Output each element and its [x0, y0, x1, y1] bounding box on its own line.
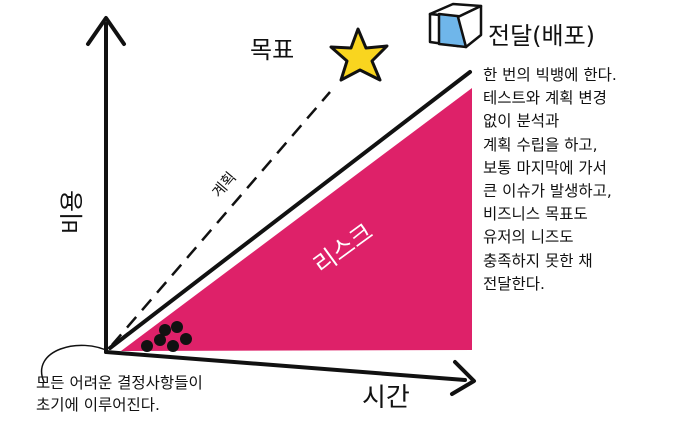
plan-dashed-line: [111, 91, 331, 346]
description-line: 테스트와 계획 변경: [483, 89, 607, 108]
delivery-description: 한 번의 빅뱅에 한다. 테스트와 계획 변경 없이 분석과 계획 수립을 하고…: [483, 64, 679, 296]
delivery-title: 전달(배포): [488, 22, 595, 50]
description-line: 보통 마지막에 가서: [483, 158, 607, 177]
description-line: 유저의 니즈도: [483, 228, 574, 247]
y-axis-arrowhead: [86, 16, 126, 46]
description-line: 비즈니스 목표도: [483, 205, 588, 224]
description-line: 전달한다.: [483, 274, 545, 293]
description-line: 큰 이슈가 발생하고,: [483, 182, 612, 201]
x-axis-arrowhead: [450, 360, 476, 396]
description-line: 충족하지 못한 채: [483, 251, 593, 270]
box-icon: [428, 2, 483, 49]
x-axis: [104, 350, 467, 382]
note-pointer: [40, 344, 111, 383]
x-axis-label: 시간: [362, 383, 410, 413]
y-axis-label: 비용: [58, 190, 86, 234]
note-line: 모든 어려운 결정사항들이: [36, 374, 203, 392]
decision-note: 모든 어려운 결정사항들이 초기에 이루어진다.: [36, 372, 296, 416]
note-line: 초기에 이루어진다.: [36, 396, 160, 414]
description-line: 없이 분석과: [483, 112, 560, 131]
description-line: 계획 수립을 하고,: [483, 135, 598, 154]
description-line: 한 번의 빅뱅에 한다.: [483, 66, 617, 84]
delivery-line: [108, 70, 472, 350]
star-icon: [329, 27, 389, 82]
risk-triangle: [121, 88, 472, 351]
goal-label: 목표: [250, 36, 294, 64]
decision-dots: [141, 321, 192, 352]
plan-label: 계획: [208, 168, 240, 201]
